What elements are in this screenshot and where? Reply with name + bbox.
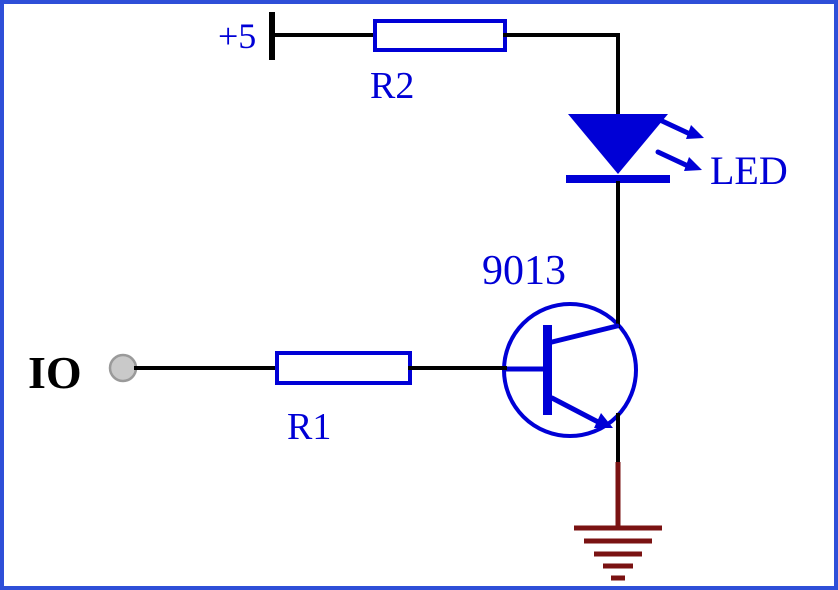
power-label: +5 xyxy=(218,16,256,56)
ground-symbol xyxy=(574,462,662,581)
wire-r2-to-led xyxy=(503,33,620,116)
resistor-r2 xyxy=(373,19,507,52)
transistor-emitter-arrow xyxy=(549,395,613,428)
resistor-r1 xyxy=(275,351,412,385)
transistor-label: 9013 xyxy=(482,248,566,294)
r2-label: R2 xyxy=(370,65,414,107)
io-label: IO xyxy=(28,347,82,398)
led-arrow-2 xyxy=(655,149,702,171)
led-label: LED xyxy=(710,148,788,193)
io-pad xyxy=(108,353,138,383)
r1-label: R1 xyxy=(287,406,331,448)
led-triangle xyxy=(568,114,668,174)
schematic-svg: +5 R2 LED 9013 xyxy=(28,12,788,581)
transistor-base-bar xyxy=(543,325,552,415)
transistor-collector-line xyxy=(549,323,620,345)
led-arrow-1 xyxy=(657,117,704,139)
